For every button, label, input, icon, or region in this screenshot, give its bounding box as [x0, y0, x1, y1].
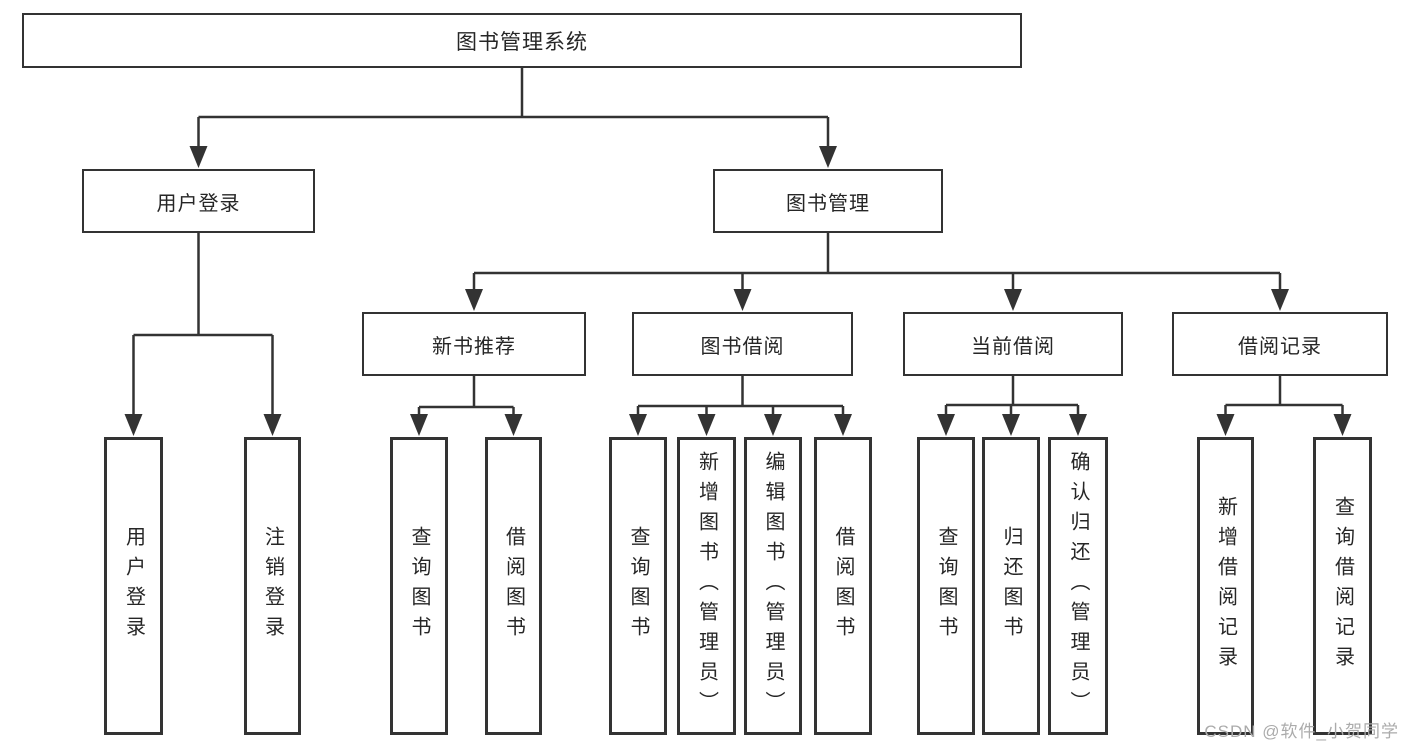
leaf-bb-edit-books-admin: 编辑图书（管理员）	[744, 437, 802, 735]
node-book-management: 图书管理	[713, 169, 943, 233]
leaf-cb-confirm-return-admin: 确认归还（管理员）	[1048, 437, 1108, 735]
node-current-borrowing: 当前借阅	[903, 312, 1123, 376]
connector-book-mgmt-to-level2	[465, 233, 1289, 311]
connector-current-borrow-to-leaves	[937, 376, 1087, 436]
leaf-user-login: 用户登录	[104, 437, 163, 735]
connector-root-to-level1	[189, 68, 837, 168]
leaf-bb-query-books: 查询图书	[609, 437, 667, 735]
node-user-login: 用户登录	[82, 169, 315, 233]
connector-book-borrow-to-leaves	[629, 376, 852, 436]
leaf-rec-borrow-books: 借阅图书	[485, 437, 542, 735]
leaf-rec-query-books: 查询图书	[390, 437, 448, 735]
connector-borrow-record-to-leaves	[1216, 376, 1352, 436]
leaf-br-query-record: 查询借阅记录	[1313, 437, 1372, 735]
leaf-cb-return-books: 归还图书	[982, 437, 1040, 735]
connector-new-book-rec-to-leaves	[410, 376, 523, 436]
leaf-cb-query-books: 查询图书	[917, 437, 975, 735]
leaf-bb-add-books-admin: 新增图书（管理员）	[677, 437, 736, 735]
leaf-logout: 注销登录	[244, 437, 301, 735]
node-book-borrowing: 图书借阅	[632, 312, 853, 376]
leaf-br-add-record: 新增借阅记录	[1197, 437, 1254, 735]
node-new-book-recommend: 新书推荐	[362, 312, 586, 376]
leaf-bb-borrow-books: 借阅图书	[814, 437, 872, 735]
node-borrow-records: 借阅记录	[1172, 312, 1388, 376]
node-book-management-system: 图书管理系统	[22, 13, 1022, 68]
connector-user-login-to-leaves	[124, 233, 282, 436]
